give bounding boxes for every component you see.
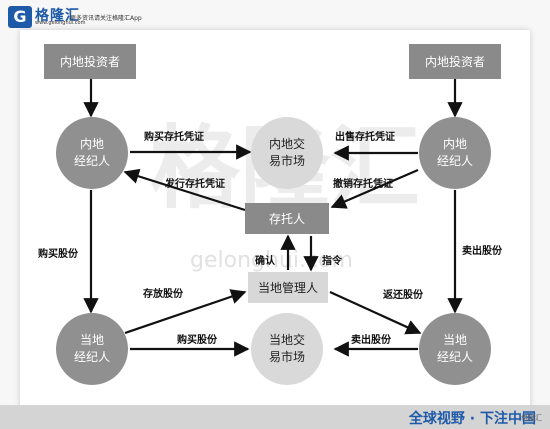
label-issue-cert: 发行存托凭证 <box>165 179 225 190</box>
label-instruct: 指令 <box>322 256 342 267</box>
logo-icon: G <box>8 6 32 28</box>
label-cancel-cert: 撤销存托凭证 <box>333 179 393 190</box>
brand-url: www.gelonghui.com <box>35 20 86 26</box>
label-sell-cert: 出售存托凭证 <box>335 132 395 143</box>
node-local-broker-left: 当地 经纪人 <box>56 313 128 385</box>
brand-name: 格隆汇 <box>35 8 80 24</box>
footer-tagline: 全球视野 · 下注中国 <box>408 411 536 427</box>
node-local-broker-right: 当地 经纪人 <box>419 313 491 385</box>
node-custodian: 存托人 <box>245 203 329 234</box>
node-local-exchange: 当地交 易市场 <box>251 313 323 385</box>
label-buy-shares-bottom: 购买股份 <box>177 335 217 346</box>
node-mainland-exchange: 内地交 易市场 <box>251 117 323 189</box>
node-mainland-broker-left: 内地 经纪人 <box>56 117 128 189</box>
node-local-manager: 当地管理人 <box>248 272 328 303</box>
label-return-shares: 返还股份 <box>383 290 423 301</box>
label-sell-shares-right: 卖出股份 <box>462 246 502 257</box>
node-mainland-investor-right: 内地投资者 <box>409 44 501 79</box>
node-mainland-investor-left: 内地投资者 <box>44 44 136 79</box>
arrow-cancel-cert <box>330 168 419 209</box>
label-sell-shares-bottom: 卖出股份 <box>351 335 391 346</box>
corner-watermark: 格隆汇 <box>521 414 542 422</box>
label-buy-shares-left: 购买股份 <box>38 249 78 260</box>
arrow-issue-cert <box>123 168 246 212</box>
node-mainland-broker-right: 内地 经纪人 <box>419 117 491 189</box>
brand-slogan: 更多资讯请关注格隆汇App <box>70 15 142 22</box>
label-buy-cert: 购买存托凭证 <box>144 132 204 143</box>
label-deposit-shares: 存放股份 <box>143 289 183 300</box>
arrow-deposit-shares <box>124 289 247 335</box>
footer-bar: 全球视野 · 下注中国 <box>0 405 550 429</box>
arrow-return-shares <box>329 290 422 335</box>
label-confirm: 确认 <box>255 256 275 267</box>
